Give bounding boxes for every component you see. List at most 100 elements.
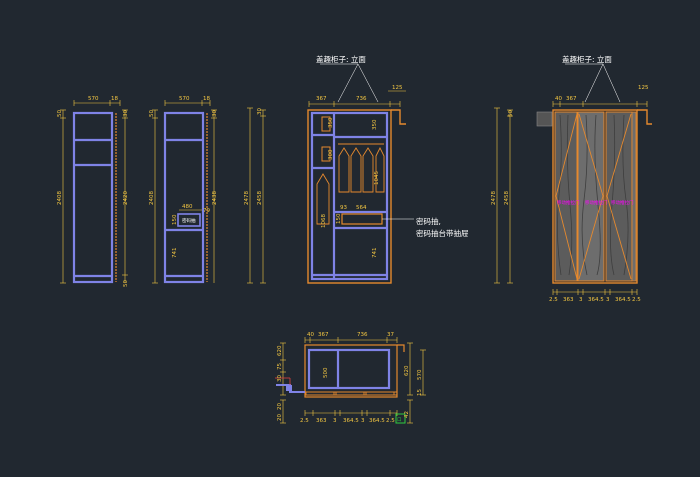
- view-5-dim-left-main: 2458: [504, 191, 510, 205]
- view-4-dim-left-bay: 367: [316, 96, 327, 102]
- view-2-drawer: [177, 213, 201, 227]
- view-5-magenta-label-3: 移动推拉门: [611, 199, 634, 206]
- view-5-dim-top-3: 125: [638, 85, 649, 91]
- view-4-left-shelves: [321, 116, 331, 162]
- plan-dim-bottom-7: 2.5: [386, 418, 395, 424]
- view-5-callout: 盖趣柜子: 立面: [562, 54, 612, 64]
- view-5-door-elevation: 盖趣柜子: 立面 40 367 125 50 2478 2458: [491, 54, 652, 303]
- view-2-side-elevation: 570 18 50 2408 30 2438 480 79 150 密码抽 74…: [149, 96, 218, 284]
- view-5-dim-top-1: 40: [555, 96, 562, 102]
- view-2-dim-right-top: 30: [212, 110, 218, 117]
- view-2-dim-right-main: 2438: [212, 191, 218, 205]
- plan-dim-bottom-5: 3: [361, 418, 365, 424]
- view-1-dim-right-main: 2420: [123, 191, 129, 205]
- view-2-dim-door: 18: [203, 96, 210, 102]
- view-3-dim-top: 30: [257, 108, 263, 115]
- plan-view: 40 367 736 37 口 620: [275, 332, 426, 424]
- plan-green-marker: [395, 413, 406, 424]
- plan-outer-outline: [304, 344, 405, 398]
- view-5-swing-lines: [555, 113, 632, 280]
- plan-dim-top-2: 367: [318, 332, 329, 338]
- view-4-dim-shelf: 1045: [374, 171, 380, 185]
- view-5-callout-leader: [565, 63, 621, 103]
- view-2-dim-width: 570: [179, 96, 190, 102]
- door-panel-2: [577, 111, 605, 282]
- view-2-dim-left-top: 50: [149, 110, 155, 117]
- plan-dim-right-low: 42: [404, 411, 410, 418]
- view-5-frame: [552, 109, 652, 284]
- view-1-carcass: [72, 111, 114, 284]
- view-4-dim-drawer-width: 564: [356, 205, 367, 211]
- plan-dim-left-low-2: 20: [277, 414, 283, 421]
- view-4-dim-right-upper: 350: [372, 119, 378, 130]
- plan-dim-bottom-2: 363: [316, 418, 327, 424]
- view-5-dim-bottom-1: 2.5: [549, 297, 558, 303]
- view-4-dim-left-top-shelf: 350: [328, 117, 334, 128]
- view-4-carcass: [310, 111, 389, 281]
- view-3-dim-total: 2478: [244, 191, 250, 205]
- view-4-dim-return: 125: [392, 85, 403, 91]
- view-4-front-elevation: 盖趣柜子: 立面 367 736 125: [307, 54, 469, 284]
- view-5-dim-bottom-6: 364.5: [615, 297, 631, 303]
- view-4-note-line-1: 密码抽,: [416, 216, 441, 226]
- view-4-dim-base: 741: [372, 248, 378, 259]
- plan-dim-left-3: 30: [277, 375, 283, 382]
- view-4-note-line-2: 密码抽台带抽屉: [416, 228, 469, 238]
- view-1-dim-door: 18: [111, 96, 118, 102]
- plan-dim-top-4: 37: [387, 332, 394, 338]
- plan-dim-inner: 500: [323, 367, 329, 378]
- view-2-dim-drawer-right: 79: [203, 208, 210, 214]
- view-2-dim-drawer-width: 480: [182, 204, 193, 210]
- plan-dimension-lines: [280, 337, 426, 424]
- view-2-dim-drawer-height: 150: [172, 214, 178, 225]
- plan-dim-right-2: 570: [417, 369, 423, 380]
- plan-dim-bottom-4: 364.5: [343, 418, 359, 424]
- plan-dim-top-3: 736: [357, 332, 368, 338]
- view-4-dim-left-mid-shelf: 300: [328, 149, 334, 160]
- view-2-dimension-lines: [152, 100, 217, 284]
- view-4-dim-mid: 93: [340, 205, 347, 211]
- view-5-dim-left-top: 50: [508, 110, 514, 117]
- view-2-dim-lower: 741: [172, 248, 178, 259]
- view-4-callout: 盖趣柜子: 立面: [316, 54, 366, 64]
- view-4-dim-drawer-height: 150: [336, 213, 342, 224]
- plan-dim-right-3: 15: [417, 389, 423, 396]
- view-4-callout-leader: [320, 63, 379, 103]
- view-1-side-elevation: 570 18 50 2408 30 2420 50: [57, 96, 129, 287]
- view-5-dim-bottom-5: 3: [606, 297, 610, 303]
- view-1-dim-width: 570: [88, 96, 99, 102]
- plan-dim-left-2: 75: [277, 363, 283, 370]
- view-4-drawer: [341, 213, 383, 225]
- door-panel-3: [605, 111, 633, 282]
- plan-dim-bottom-1: 2.5: [300, 418, 309, 424]
- view-3-dimension-lines: [247, 107, 266, 284]
- view-5-dim-top-2: 367: [566, 96, 577, 102]
- plan-dim-left-low-1: 20: [277, 403, 283, 410]
- plan-side-mark: 口: [397, 417, 402, 423]
- plan-dim-bottom-3: 3: [333, 418, 337, 424]
- view-4-dimension-lines: [308, 90, 406, 107]
- plan-dim-right-1: 620: [404, 365, 410, 376]
- view-1-dim-right-top: 30: [123, 110, 129, 117]
- view-4-dim-hang: 1068: [321, 214, 327, 228]
- view-1-dim-left-main: 2408: [57, 191, 63, 205]
- view-5-door-panels: [554, 111, 637, 282]
- plan-door-track: [305, 391, 397, 396]
- view-5-dim-left-total: 2478: [491, 191, 497, 205]
- view-1-dim-right-bottom: 50: [123, 280, 129, 287]
- view-2-dim-left-main: 2408: [149, 191, 155, 205]
- view-5-dim-bottom-4: 364.5: [588, 297, 604, 303]
- view-3-dim-main: 2458: [257, 191, 263, 205]
- view-1-dim-left-top: 50: [57, 110, 63, 117]
- plan-dim-bottom-6: 364.5: [369, 418, 385, 424]
- view-2-drawer-label: 密码抽: [182, 217, 196, 224]
- view-2-carcass: [163, 111, 205, 284]
- view-4-hanging-clothes: [316, 143, 385, 225]
- view-5-dim-bottom-3: 3: [579, 297, 583, 303]
- plan-dim-left-1: 620: [277, 345, 283, 356]
- view-5-wall-hatch: [536, 111, 553, 127]
- view-5-dim-bottom-7: 2.5: [632, 297, 641, 303]
- door-panel-edge: [631, 111, 637, 282]
- view-4-outer-frame: [307, 109, 406, 284]
